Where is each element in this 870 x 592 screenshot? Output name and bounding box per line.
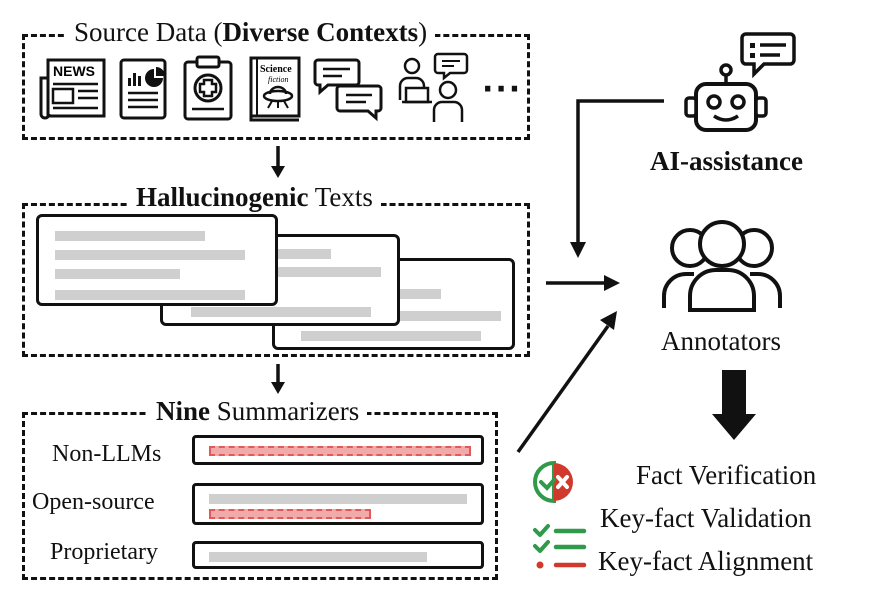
summarizer-label-non-llms: Non-LLMs	[52, 441, 162, 467]
summary-output-open-source	[192, 483, 484, 525]
text-line	[209, 552, 427, 562]
hallucinogenic-texts-title: Hallucinogenic Texts	[128, 182, 381, 212]
report-chart-icon	[119, 58, 167, 120]
text-line	[55, 250, 245, 260]
summarizers-title-bold: Nine	[156, 396, 210, 426]
text-line	[301, 331, 481, 341]
news-icon: NEWS	[39, 58, 106, 120]
source-title-prefix: Source Data (	[74, 17, 223, 47]
text-line	[55, 290, 245, 300]
check-cross-circle-icon	[533, 460, 573, 504]
summarizer-label-proprietary: Proprietary	[50, 539, 158, 565]
science-fiction-book-icon: Science fiction	[249, 56, 301, 122]
arrow-down-icon	[271, 364, 285, 394]
ai-assistance-label: AI-assistance	[650, 146, 803, 176]
text-line	[55, 231, 205, 241]
robot-icon	[684, 32, 796, 132]
text-line	[191, 307, 371, 317]
ellipsis-text: ···	[482, 72, 523, 107]
summarizers-title: Nine Summarizers	[148, 396, 368, 426]
task-key-fact-validation: Key-fact Validation	[600, 503, 812, 533]
chat-bubbles-icon	[313, 58, 383, 122]
texts-title-bold: Hallucinogenic	[136, 182, 309, 212]
text-line	[301, 311, 501, 321]
arrow-down-icon	[271, 146, 285, 178]
book-text-fiction: fiction	[268, 75, 288, 84]
annotators-label: Annotators	[661, 326, 781, 356]
source-title-bold: Diverse Contexts	[222, 17, 419, 47]
news-icon-text: NEWS	[53, 63, 95, 79]
task-fact-verification: Fact Verification	[636, 460, 817, 490]
task-key-fact-alignment: Key-fact Alignment	[598, 546, 814, 576]
summarizer-label-open-source: Open-source	[32, 489, 155, 515]
hallucinated-span	[209, 446, 471, 456]
text-page-1	[36, 214, 278, 306]
summary-output-proprietary	[192, 541, 484, 569]
text-line	[55, 269, 180, 279]
people-group-icon	[662, 220, 782, 312]
source-data-title: Source Data (Diverse Contexts)	[66, 17, 436, 47]
meeting-people-icon	[398, 52, 469, 122]
source-title-suffix: )	[418, 17, 428, 47]
text-line	[191, 267, 381, 277]
hallucinated-span	[209, 509, 371, 519]
summarizers-title-rest: Summarizers	[210, 396, 360, 426]
book-text-science: Science	[260, 64, 292, 75]
summary-output-non-llms	[192, 435, 484, 465]
more-ellipsis-icon: ···	[482, 72, 522, 107]
medical-clipboard-icon	[183, 55, 233, 121]
text-line	[209, 494, 467, 504]
texts-title-rest: Texts	[308, 182, 373, 212]
checklist-icon	[533, 524, 587, 569]
